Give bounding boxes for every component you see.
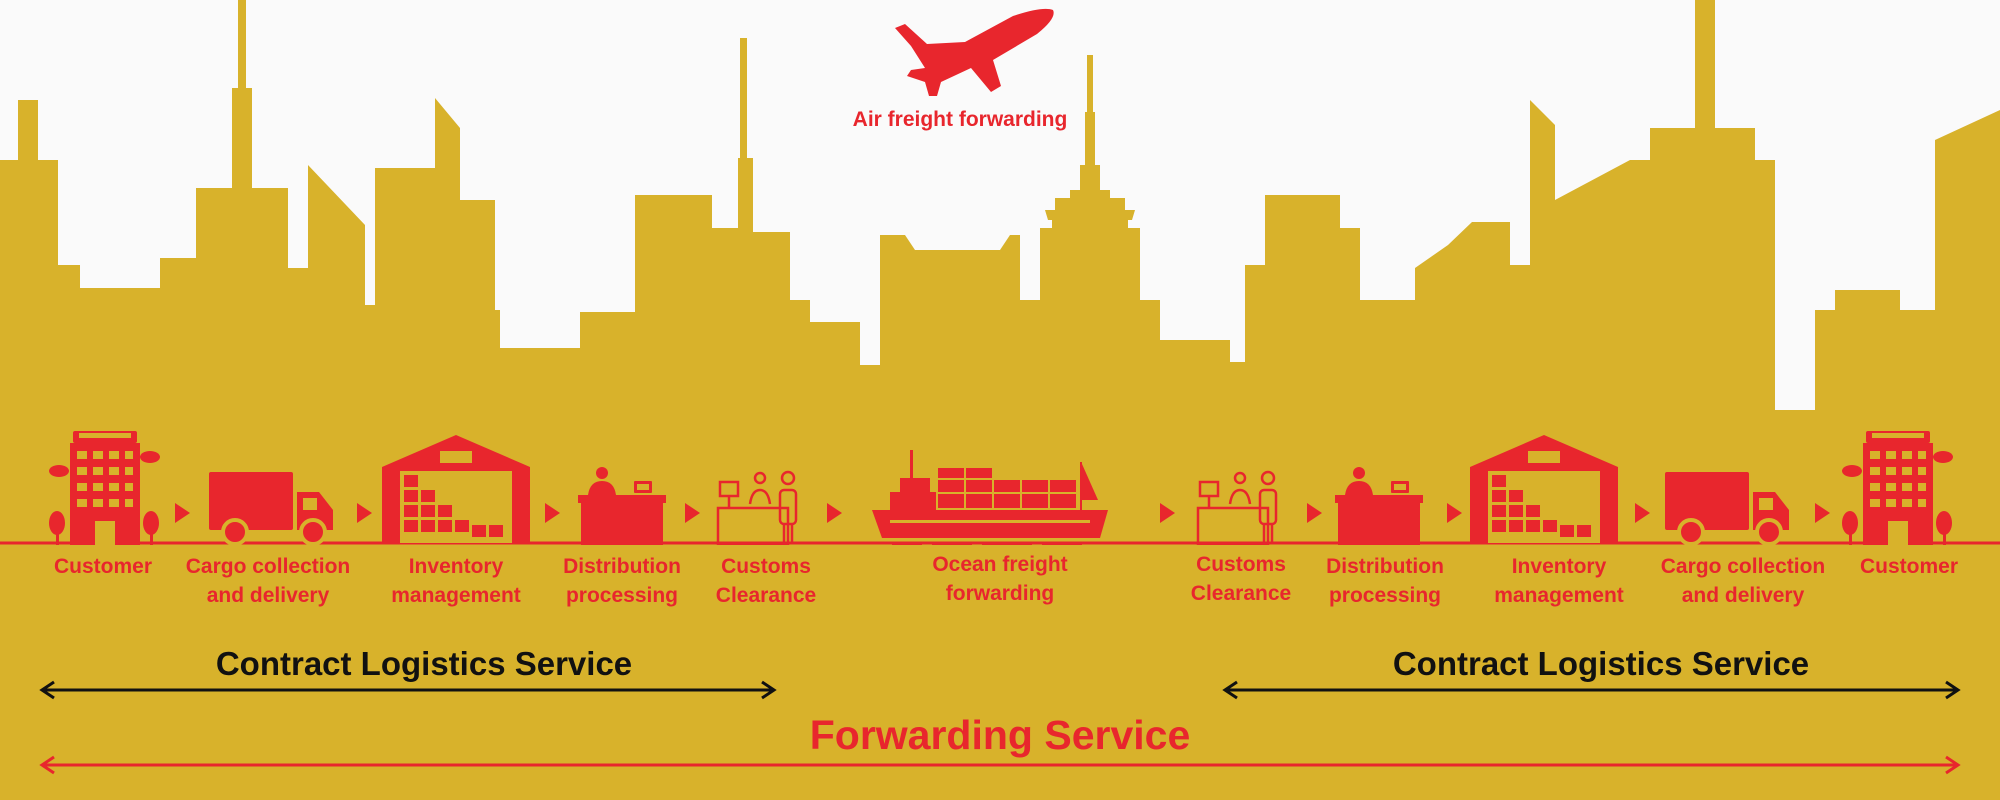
building-icon bbox=[49, 431, 160, 545]
distribution-desk-icon bbox=[578, 467, 666, 545]
step-label: Ocean freight forwarding bbox=[932, 553, 1068, 605]
contract-right-arrow bbox=[1222, 680, 1961, 700]
container-ship-icon bbox=[872, 450, 1108, 545]
contract-left-arrow bbox=[39, 680, 777, 700]
truck-icon bbox=[1665, 472, 1789, 545]
contract-logistics-left-label: Contract Logistics Service bbox=[215, 645, 633, 682]
distribution-desk-icon bbox=[1335, 467, 1423, 545]
step-arrows bbox=[175, 503, 1830, 523]
warehouse-icon bbox=[1470, 435, 1618, 543]
step-arrow bbox=[827, 503, 842, 523]
step-arrow bbox=[357, 503, 372, 523]
forwarding-service-label: Forwarding Service bbox=[809, 712, 1191, 758]
step-label: Distribution processing bbox=[1326, 555, 1444, 607]
airplane-icon bbox=[895, 8, 1054, 96]
step-arrow bbox=[1635, 503, 1650, 523]
step-label: Customs Clearance bbox=[715, 555, 817, 607]
step-label: Inventory management bbox=[1494, 555, 1624, 607]
warehouse-icon bbox=[382, 435, 530, 543]
step-arrow bbox=[545, 503, 560, 523]
contract-logistics-right-label: Contract Logistics Service bbox=[1392, 645, 1810, 682]
step-label: Customer bbox=[53, 555, 153, 578]
customs-counter-icon bbox=[716, 470, 798, 545]
step-label: Cargo collection and delivery bbox=[185, 555, 351, 607]
building-icon bbox=[1842, 431, 1953, 545]
step-arrow bbox=[1160, 503, 1175, 523]
step-arrow bbox=[685, 503, 700, 523]
step-label: Distribution processing bbox=[563, 555, 681, 607]
step-label: Inventory management bbox=[391, 555, 521, 607]
forwarding-arrow bbox=[39, 755, 1961, 775]
step-label: Customer bbox=[1859, 555, 1959, 578]
step-label: Cargo collection and delivery bbox=[1660, 555, 1826, 607]
truck-icon bbox=[209, 472, 333, 545]
step-arrow bbox=[1447, 503, 1462, 523]
customs-counter-icon bbox=[1196, 470, 1278, 545]
step-label: Customs Clearance bbox=[1190, 553, 1292, 605]
step-arrow bbox=[175, 503, 190, 523]
air-freight-label: Air freight forwarding bbox=[852, 108, 1068, 131]
step-arrow bbox=[1815, 503, 1830, 523]
step-arrow bbox=[1307, 503, 1322, 523]
